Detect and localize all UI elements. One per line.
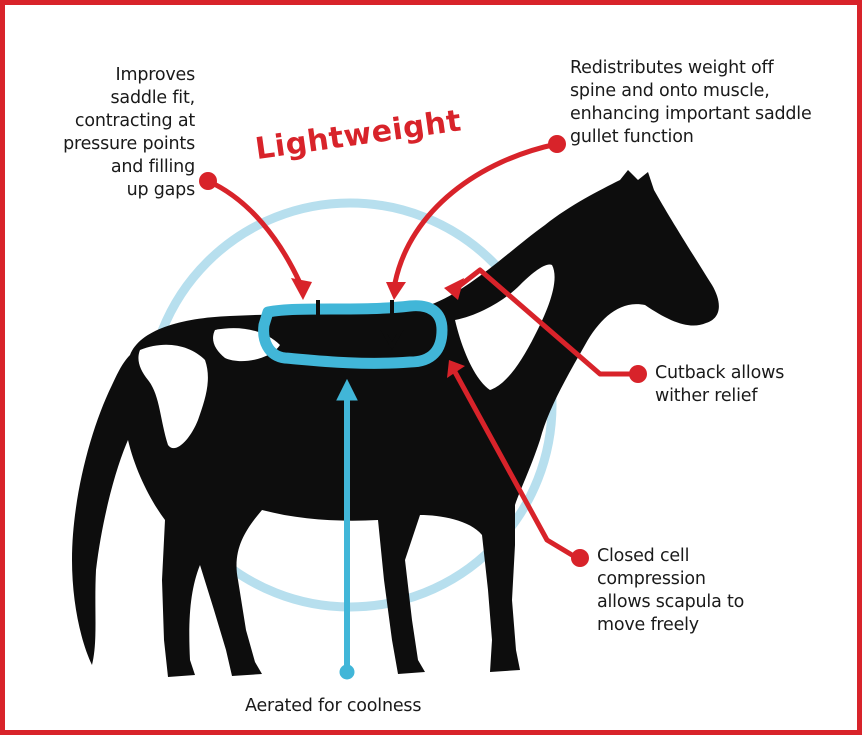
callout-closed-cell: Closed cell compression allows scapula t… — [597, 545, 797, 637]
callout-redistributes: Redistributes weight off spine and onto … — [570, 57, 840, 149]
callout-saddle-fit: Improves saddle fit, contracting at pres… — [30, 64, 195, 202]
callout-cutback: Cutback allows wither relief — [655, 362, 845, 408]
callout-aerated: Aerated for coolness — [245, 695, 465, 718]
